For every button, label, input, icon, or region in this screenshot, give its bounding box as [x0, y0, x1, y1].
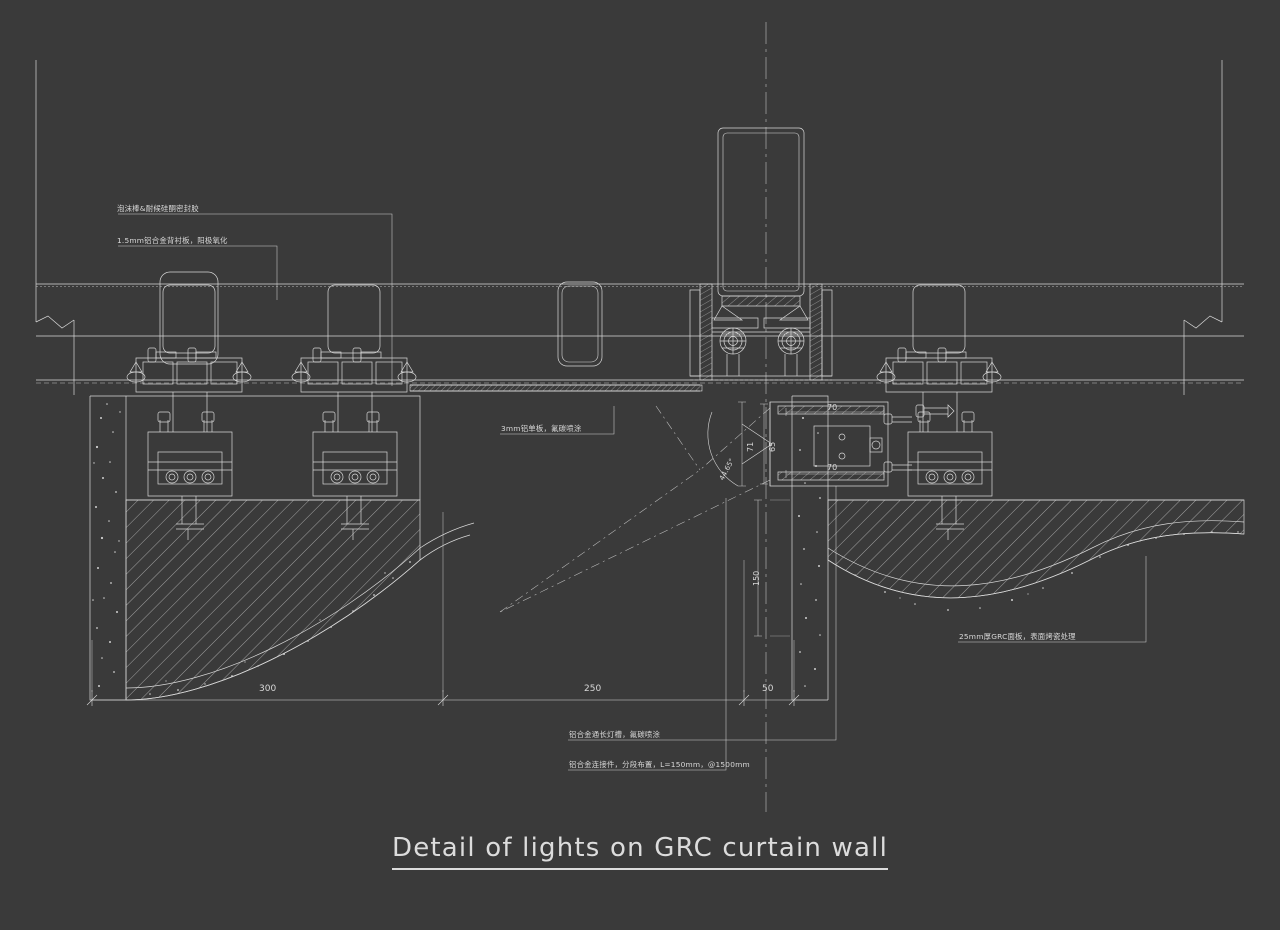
lamp-body — [813, 425, 871, 467]
hex-bolt-left — [719, 327, 747, 376]
mullion-unit-3 — [876, 284, 1002, 540]
annotation-backing-plate: 1.5mm铝合金背衬板，阳极氧化 — [117, 236, 228, 245]
hex-bolt-right — [777, 327, 805, 376]
annotation-grc-panel: 25mm厚GRC面板，表面烤瓷处理 — [959, 632, 1076, 641]
annotation-sealant: 泡沫棒&耐候硅酮密封胶 — [117, 204, 199, 213]
dimension-50: 50 — [762, 684, 774, 694]
dimension-70-top: 70 — [827, 403, 838, 412]
bracket-plate-2 — [312, 431, 398, 497]
bolt-row-unit-3 — [897, 347, 967, 363]
bracket-plate-3 — [907, 431, 993, 497]
grc-hatch-right — [827, 499, 1245, 599]
main-dimension-line — [86, 512, 800, 706]
drawing-title: Detail of lights on GRC curtain wall — [0, 833, 1280, 870]
dimension-250: 250 — [584, 684, 602, 694]
grc-hatch-left — [125, 499, 421, 701]
concrete-stipple-right-soffit — [854, 531, 1239, 611]
break-line-right — [1183, 60, 1223, 395]
mullion-unit-2 — [291, 284, 417, 540]
dimension-150: 150 — [752, 570, 761, 586]
break-line-left — [35, 60, 75, 395]
bolt-row-unit-2 — [312, 347, 382, 363]
detail-dimension-lines — [738, 401, 885, 637]
dimension-70-bottom: 70 — [827, 463, 838, 472]
central-mullion-assembly — [689, 127, 833, 381]
dimension-65: 65 — [768, 441, 777, 452]
dimension-300: 300 — [259, 684, 277, 694]
mullion-unit-1 — [126, 271, 252, 540]
alu-panel-hatch — [409, 384, 703, 392]
concrete-stipple-left — [92, 403, 121, 687]
dimension-71: 71 — [746, 441, 755, 452]
drawing-title-text: Detail of lights on GRC curtain wall — [391, 833, 888, 870]
concrete-stipple-right — [798, 417, 821, 687]
annotation-bracket: 铝合金连接件，分段布置，L=150mm，@1500mm — [569, 760, 750, 769]
annotation-alu-panel: 3mm铝单板，氟碳喷涂 — [501, 424, 582, 433]
bracket-plate-1 — [147, 431, 233, 497]
annotation-light-trough: 铝合金通长灯槽，氟碳喷涂 — [569, 730, 661, 739]
bolt-row-unit-1 — [147, 347, 217, 363]
concrete-stipple-left-soffit — [149, 561, 411, 695]
leader-lines — [118, 213, 1147, 771]
light-tube-centre — [557, 281, 603, 367]
structural-slab-band — [36, 283, 1244, 384]
